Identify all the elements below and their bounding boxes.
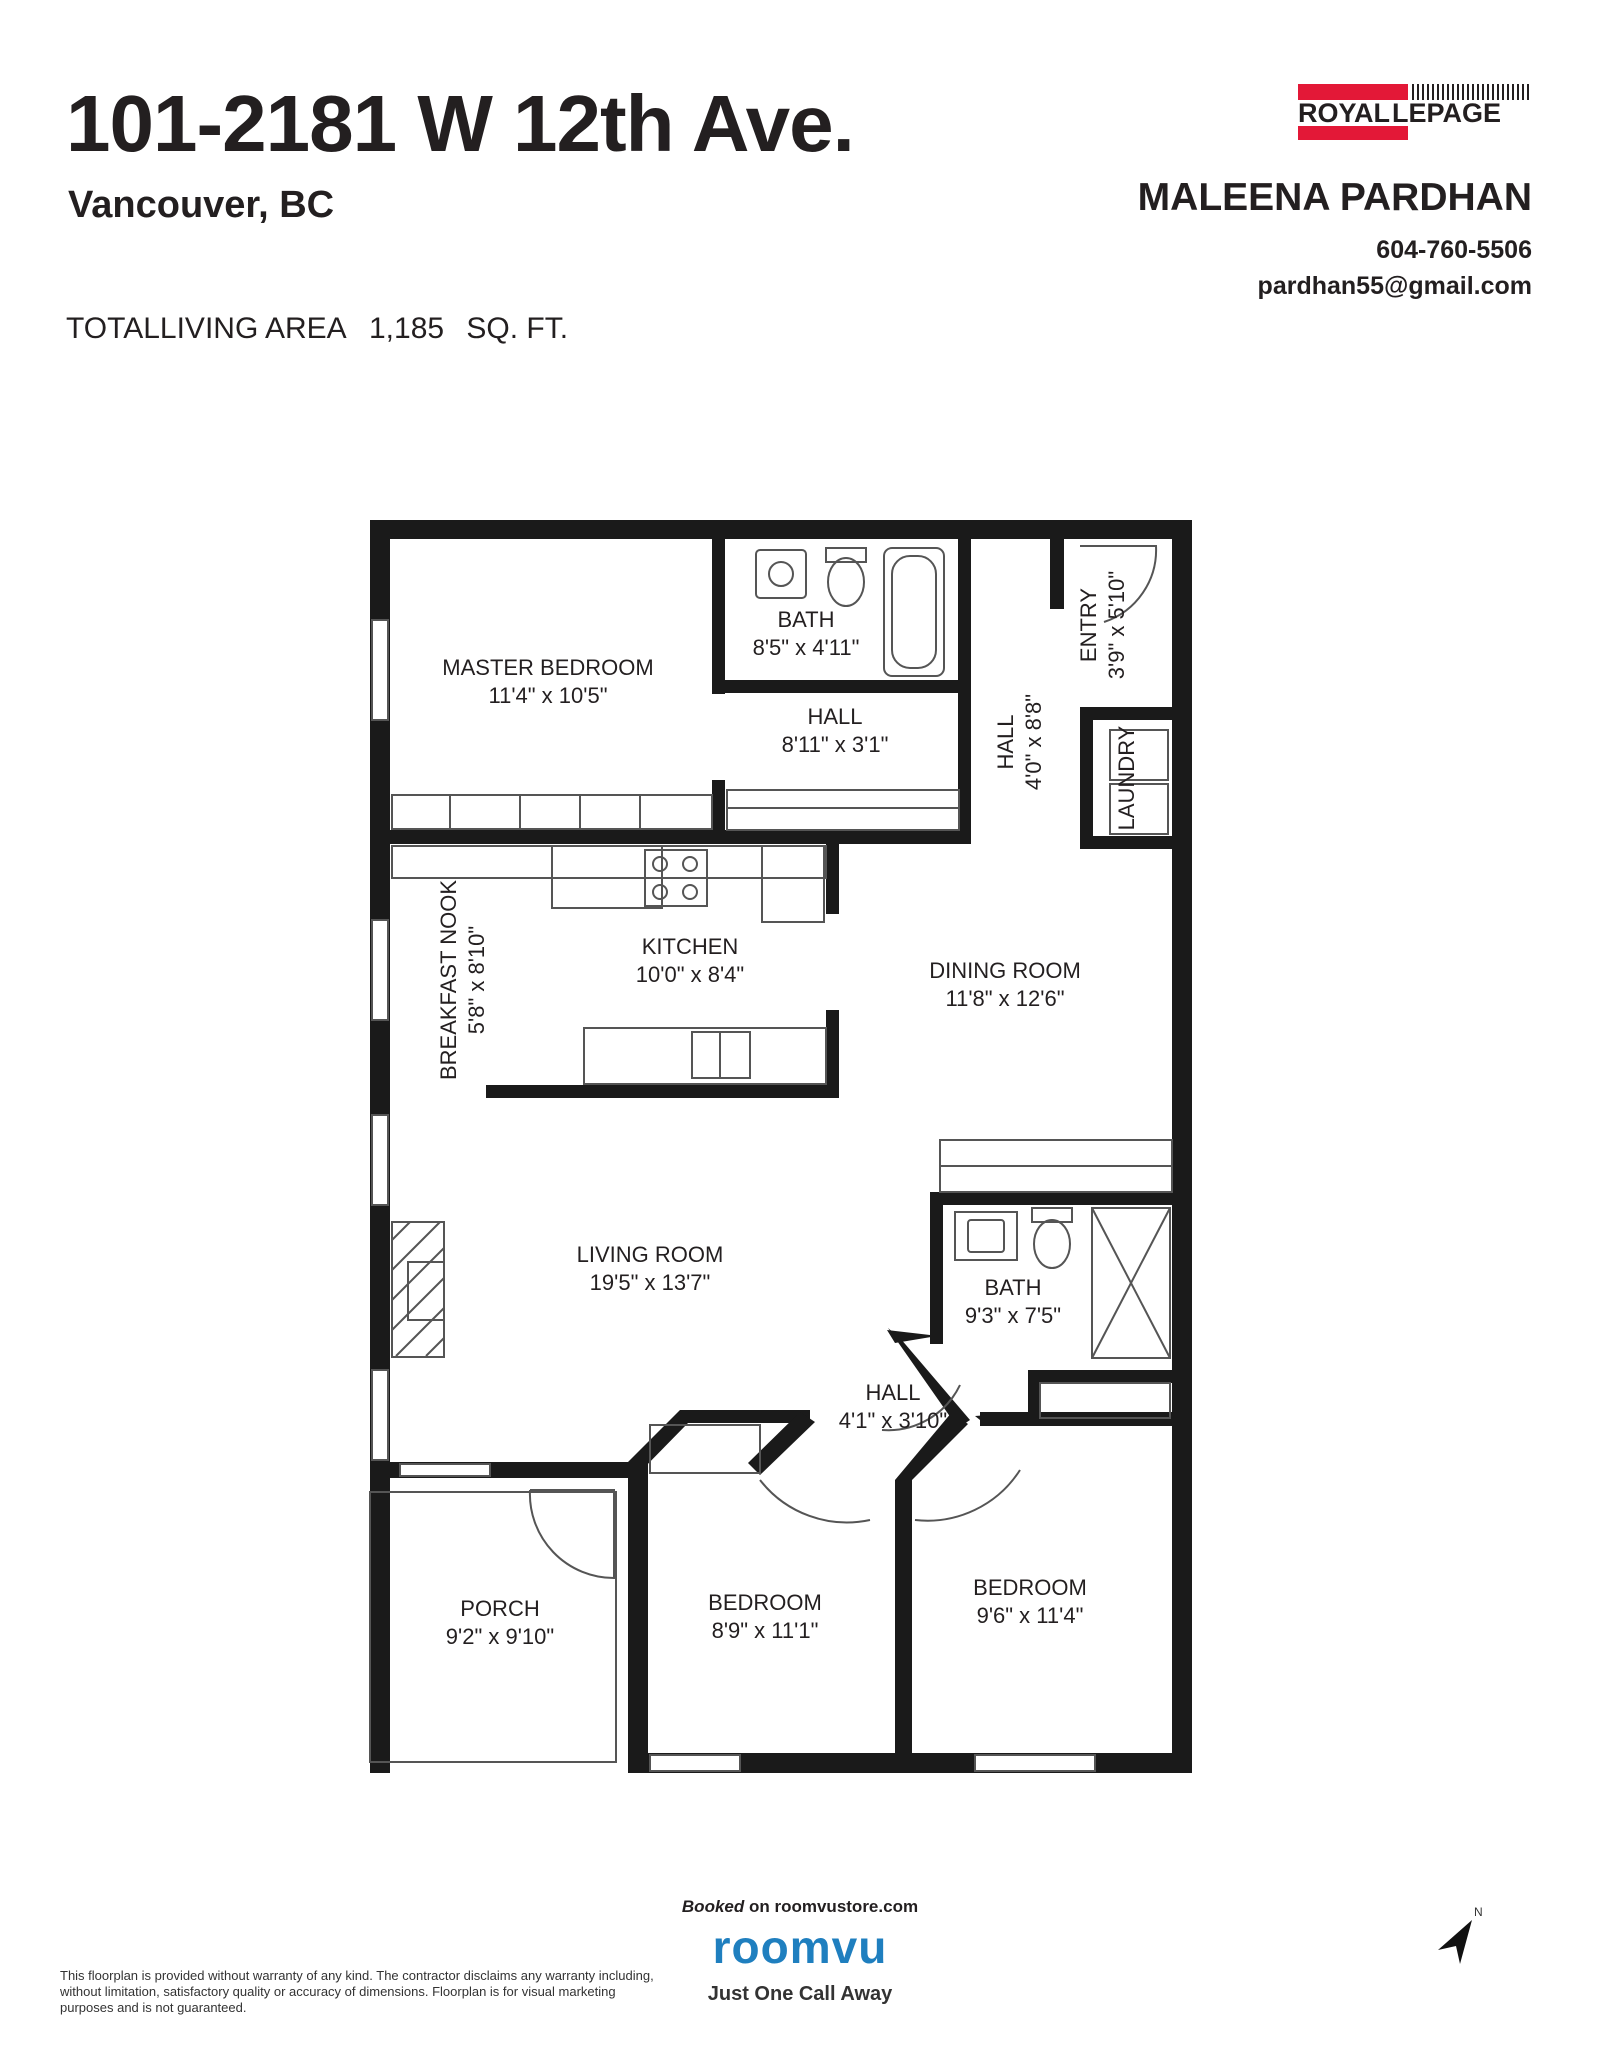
room-bath-1-dims: 8'5" x 4'11": [753, 635, 860, 660]
floor-plan-fixtures: [369, 545, 1173, 1772]
logo-text-lepage: LEPAGE: [1392, 98, 1501, 128]
room-living-room-dims: 19'5" x 13'7": [590, 1270, 711, 1295]
room-porch-name: PORCH: [460, 1596, 539, 1621]
room-kitchen-dims: 10'0" x 8'4": [636, 962, 744, 987]
area-value: 1,185: [369, 312, 445, 345]
compass-north-label: N: [1474, 1905, 1483, 1919]
room-hall-1-dims: 8'11" x 3'1": [782, 732, 889, 757]
room-hall-3-dims: 4'1" x 3'10": [839, 1408, 947, 1433]
roomvu-tagline: Just One Call Away: [707, 1983, 893, 2005]
agent-name: MALEENA PARDHAN: [1137, 176, 1532, 219]
booked-suffix: on roomvustore.com: [748, 1897, 919, 1916]
room-hall-2-name: HALL: [993, 714, 1018, 769]
room-hall-3-name: HALL: [865, 1380, 920, 1405]
room-entry-dims: 3'9" x 5'10": [1104, 571, 1129, 679]
agent-email: pardhan55@gmail.com: [1257, 272, 1532, 300]
area-unit: SQ. FT.: [466, 312, 569, 345]
room-living-room-name: LIVING ROOM: [577, 1242, 724, 1267]
room-bedroom-1-dims: 8'9" x 11'1": [712, 1618, 819, 1643]
room-laundry-name: LAUNDRY: [1114, 725, 1139, 830]
room-breakfast-nook-dims: 5'8" x 8'10": [464, 926, 489, 1034]
room-breakfast-nook-name: BREAKFAST NOOK: [436, 880, 461, 1080]
room-bedroom-2-dims: 9'6" x 11'4": [977, 1603, 1084, 1628]
room-bedroom-1-name: BEDROOM: [708, 1590, 822, 1615]
room-kitchen-name: KITCHEN: [642, 934, 739, 959]
disclaimer-text: This floorplan is provided without warra…: [60, 1968, 654, 2015]
roomvu-logo: roomvu: [712, 1921, 888, 1973]
room-entry-name: ENTRY: [1076, 588, 1101, 662]
room-master-bedroom-name: MASTER BEDROOM: [442, 655, 653, 680]
room-master-bedroom-dims: 11'4" x 10'5": [488, 683, 607, 708]
total-living-area: TOTALLIVING AREA 1,185 SQ. FT.: [66, 312, 582, 346]
room-bath-2-name: BATH: [984, 1275, 1041, 1300]
north-arrow-icon: N: [1438, 1905, 1483, 1964]
area-label: TOTALLIVING AREA: [66, 312, 347, 345]
royal-lepage-logo: ROYAL LEPAGE: [1298, 84, 1529, 140]
booked-prefix: Booked: [681, 1897, 745, 1916]
room-bath-2-dims: 9'3" x 7'5": [965, 1303, 1061, 1328]
room-bath-1-name: BATH: [777, 607, 834, 632]
booked-on-text: Booked on roomvustore.com: [0, 1897, 1600, 1917]
property-city: Vancouver, BC: [68, 184, 335, 226]
room-labels: MASTER BEDROOM 11'4" x 10'5" BATH 8'5" x…: [436, 571, 1139, 1649]
room-dining-room-dims: 11'8" x 12'6": [945, 986, 1064, 1011]
room-dining-room-name: DINING ROOM: [929, 958, 1081, 983]
room-hall-2-dims: 4'0" x 8'8": [1021, 694, 1046, 790]
agent-phone: 604-760-5506: [1376, 236, 1532, 264]
property-address: 101-2181 W 12th Ave.: [66, 79, 855, 168]
room-bedroom-2-name: BEDROOM: [973, 1575, 1087, 1600]
logo-text-royal: ROYAL: [1298, 98, 1390, 128]
room-porch-dims: 9'2" x 9'10": [446, 1624, 554, 1649]
room-hall-1-name: HALL: [807, 704, 862, 729]
